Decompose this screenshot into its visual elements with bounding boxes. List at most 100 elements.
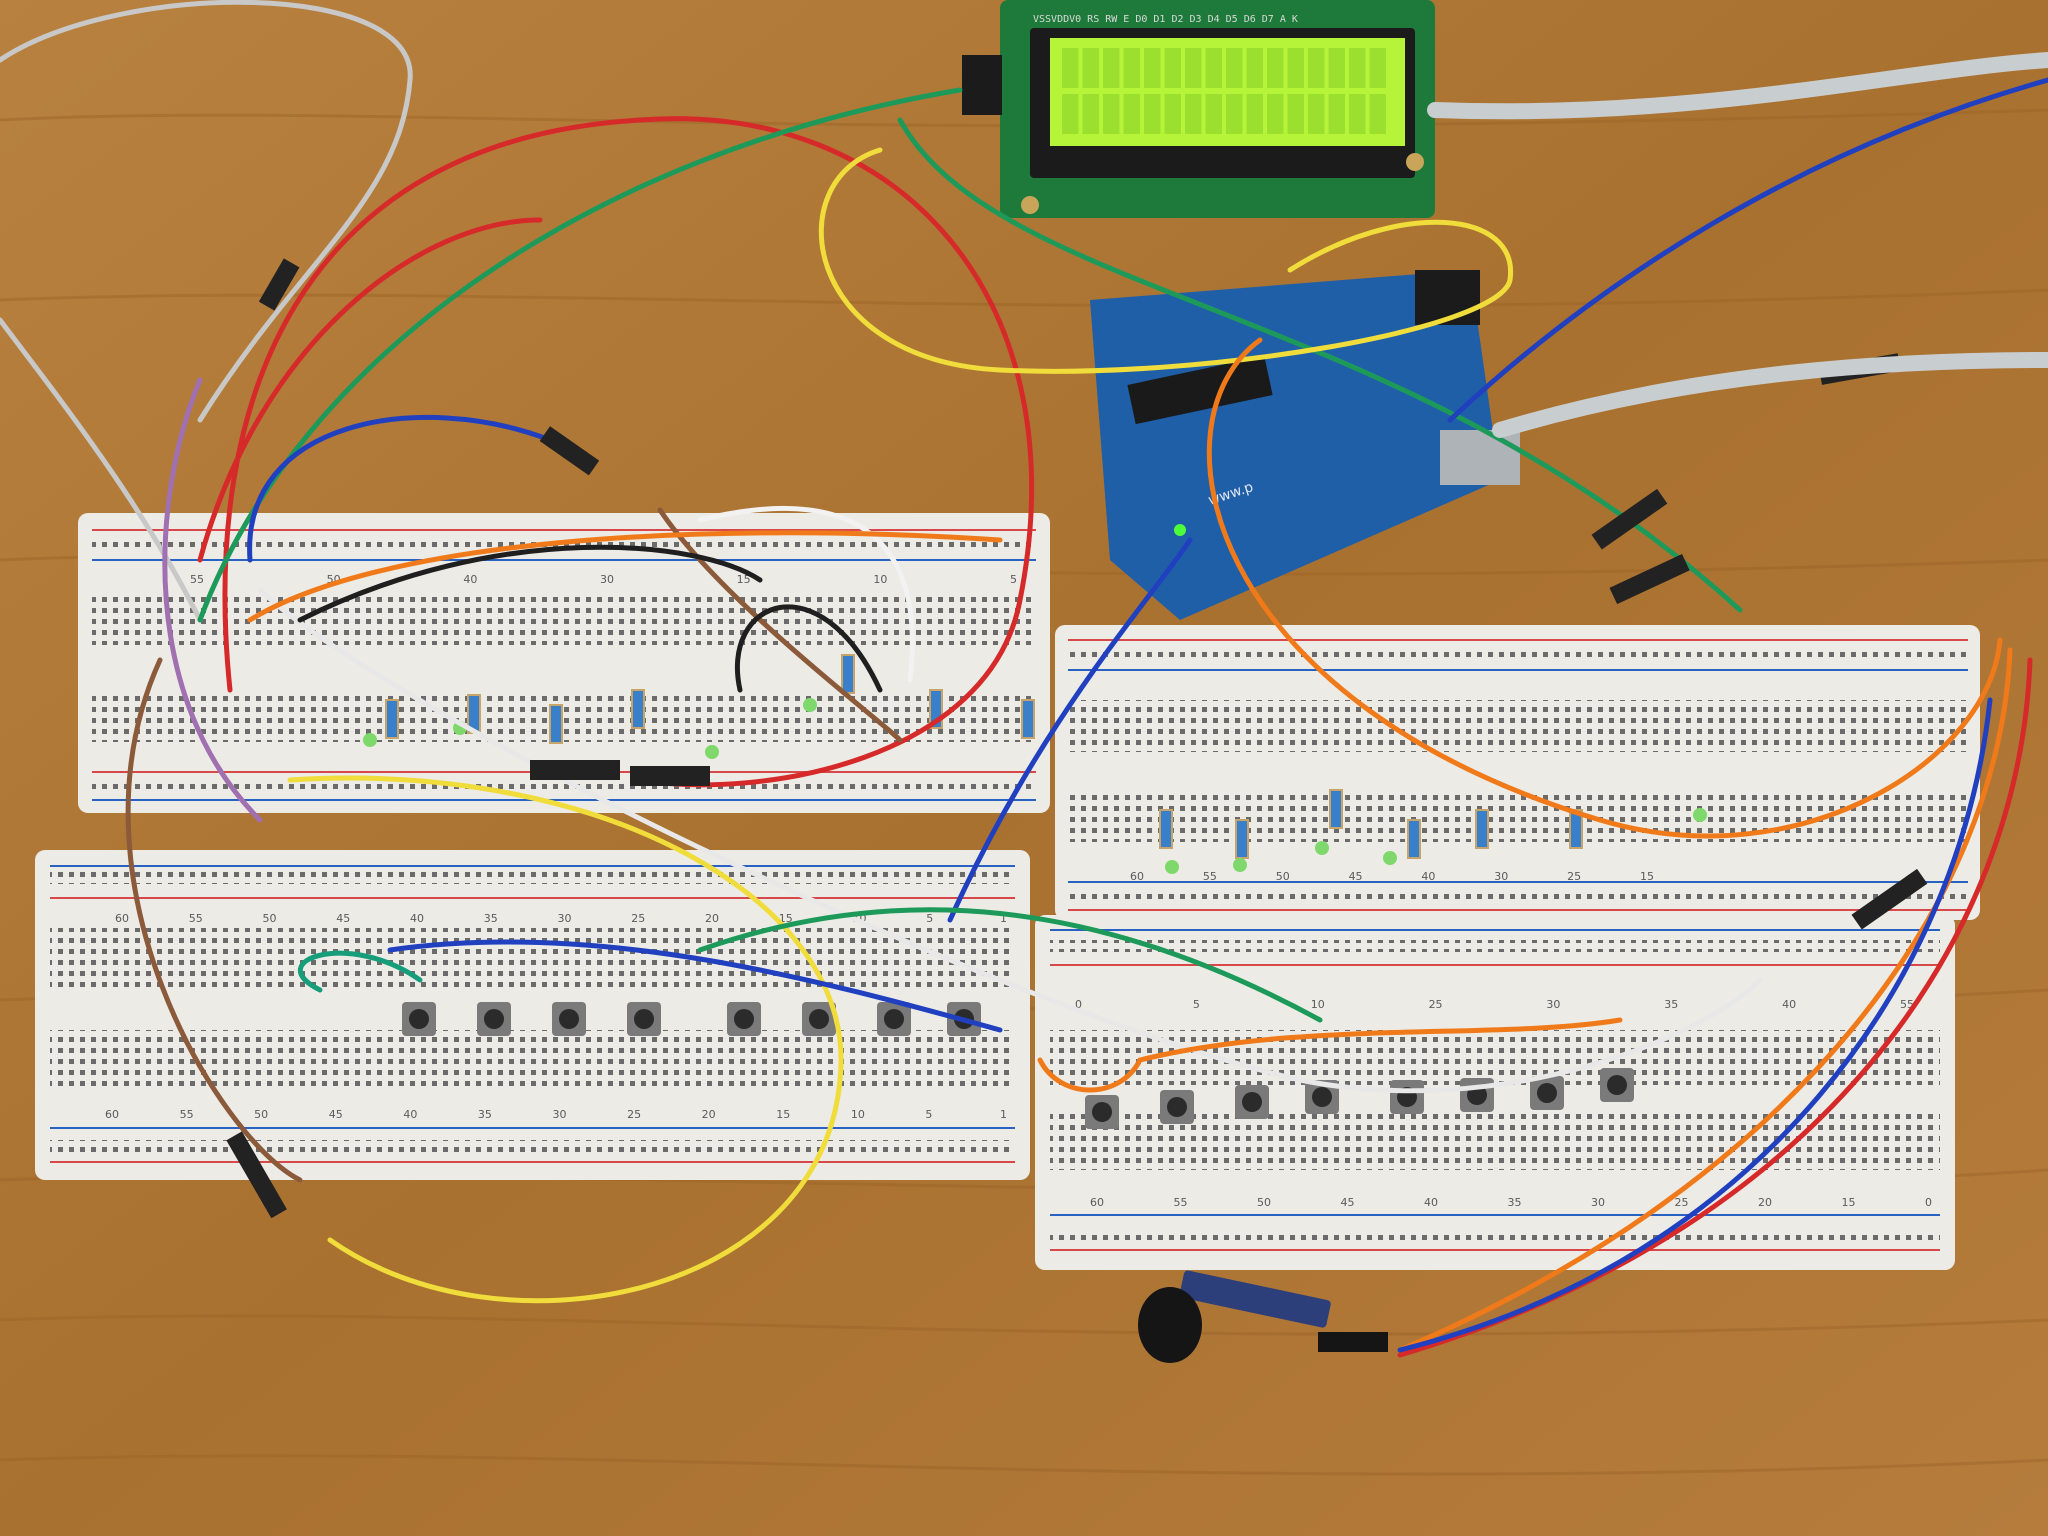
breadboard-column-number: 5 <box>925 1108 932 1121</box>
tactile-button-icon <box>552 1002 586 1036</box>
tactile-button-icon <box>1600 1068 1634 1102</box>
wire-blue <box>1397 697 1993 1353</box>
lcd-char-cell <box>1349 48 1366 88</box>
breadboard-column-number: 20 <box>705 912 719 925</box>
breadboard-column-number: 40 <box>1421 870 1435 883</box>
breadboard-column-number: 55 <box>180 1108 194 1121</box>
arduino-usb-port <box>1440 430 1520 485</box>
breadboard-column-number: 1 <box>1000 1108 1007 1121</box>
lcd-char-cell <box>1287 48 1304 88</box>
tactile-button-icon <box>877 1002 911 1036</box>
wire-white <box>697 505 915 683</box>
led-icon <box>1383 851 1397 865</box>
led-icon <box>1693 808 1707 822</box>
wire-orange <box>1397 647 2013 1353</box>
lcd-char-cell <box>1103 48 1120 88</box>
breadboard-column-number: 35 <box>478 1108 492 1121</box>
lcd-char-cell <box>1123 94 1140 134</box>
wire-red <box>222 116 1035 788</box>
resistor-icon <box>1407 819 1421 859</box>
breadboard-column-number: 55 <box>189 912 203 925</box>
lcd-char-cell <box>1246 94 1263 134</box>
breadboard-column-number: 30 <box>553 1108 567 1121</box>
tactile-button-icon <box>477 1002 511 1036</box>
resistor-icon <box>549 704 563 744</box>
breadboard-column-number: 55 <box>1174 1196 1188 1209</box>
breadboard-column-number: 15 <box>776 1108 790 1121</box>
led-icon <box>705 745 719 759</box>
breadboard-column-number: 20 <box>702 1108 716 1121</box>
wire-brown <box>657 507 903 743</box>
wire-teal <box>297 950 423 993</box>
arduino-chip <box>1127 355 1273 425</box>
lcd-mount-hole <box>1406 153 1424 171</box>
breadboard-column-number: 35 <box>484 912 498 925</box>
resistor-icon <box>1159 809 1173 849</box>
breadboard-column-number: 30 <box>558 912 572 925</box>
tactile-button-icon <box>1460 1078 1494 1112</box>
tactile-button-icon <box>1390 1080 1424 1114</box>
lcd-char-cell <box>1164 94 1181 134</box>
breadboard-column-number: 40 <box>1424 1196 1438 1209</box>
breadboard-column-number: 40 <box>410 912 424 925</box>
resistor-icon <box>631 689 645 729</box>
breadboard-column-number: 45 <box>1349 870 1363 883</box>
lcd-char-cell <box>1205 94 1222 134</box>
wire-blue <box>947 537 1193 923</box>
resistor-icon <box>1235 819 1249 859</box>
wire-brown <box>125 657 303 1183</box>
breadboard-column-number: 5 <box>1193 998 1200 1011</box>
lcd-char-cell <box>1328 94 1345 134</box>
led-icon <box>1315 841 1329 855</box>
breadboard-column-number: 10 <box>1311 998 1325 1011</box>
tactile-button-icon <box>1530 1076 1564 1110</box>
lcd-char-cell <box>1246 48 1263 88</box>
lcd-character-cells <box>1062 48 1386 134</box>
breadboard-column-number: 45 <box>329 1108 343 1121</box>
wire-orange <box>1037 1017 1623 1093</box>
breadboard-column-number: 40 <box>403 1108 417 1121</box>
resistor-icon <box>841 654 855 694</box>
lcd-char-cell <box>1082 48 1099 88</box>
lcd-pin-labels: VSSVDDV0 RS RW E D0 D1 D2 D3 D4 D5 D6 D7… <box>1033 14 1298 25</box>
resistor-group <box>385 654 1583 859</box>
lcd-char-cell <box>1123 48 1140 88</box>
arduino-board: www.p <box>1090 270 1520 620</box>
wire-orange <box>247 530 1003 623</box>
resistor-icon <box>385 699 399 739</box>
lcd-char-cell <box>1369 94 1386 134</box>
lcd-char-cell <box>1369 48 1386 88</box>
lcd-char-cell <box>1144 94 1161 134</box>
tactile-button-row-left <box>402 1002 981 1036</box>
breadboard-column-number: 50 <box>254 1108 268 1121</box>
lcd-char-cell <box>1328 48 1345 88</box>
led-icon <box>363 733 377 747</box>
breadboard-column-number: 1 <box>1000 912 1007 925</box>
wire-green <box>897 117 1743 613</box>
wire-yellow <box>287 775 844 1304</box>
breadboard-column-number: 40 <box>1782 998 1796 1011</box>
lcd-char-cell <box>1062 94 1079 134</box>
lcd-header-pins <box>962 55 1002 115</box>
lcd-char-cell <box>1185 94 1202 134</box>
breadboard-column-number: 20 <box>1758 1196 1772 1209</box>
wire-black <box>734 604 883 693</box>
wire-blue <box>247 415 553 563</box>
breadboard-column-number: 35 <box>1664 998 1678 1011</box>
breadboard-column-number: 25 <box>1567 870 1581 883</box>
wire-gray <box>0 0 413 423</box>
resistor-icon <box>1475 809 1489 849</box>
arduino-power-jack <box>1415 270 1480 325</box>
lcd-char-cell <box>1205 48 1222 88</box>
lcd-char-cell <box>1287 94 1304 134</box>
breadboard-column-number: 30 <box>600 573 614 586</box>
breadboard-column-number: 10 <box>851 1108 865 1121</box>
wire-white <box>257 587 1763 1094</box>
lcd-char-cell <box>1226 48 1243 88</box>
wire-gray <box>0 317 203 623</box>
breadboard-column-number: 60 <box>115 912 129 925</box>
lcd-char-cell <box>1082 94 1099 134</box>
breadboard-column-number: 60 <box>1130 870 1144 883</box>
lcd-char-cell <box>1308 94 1325 134</box>
